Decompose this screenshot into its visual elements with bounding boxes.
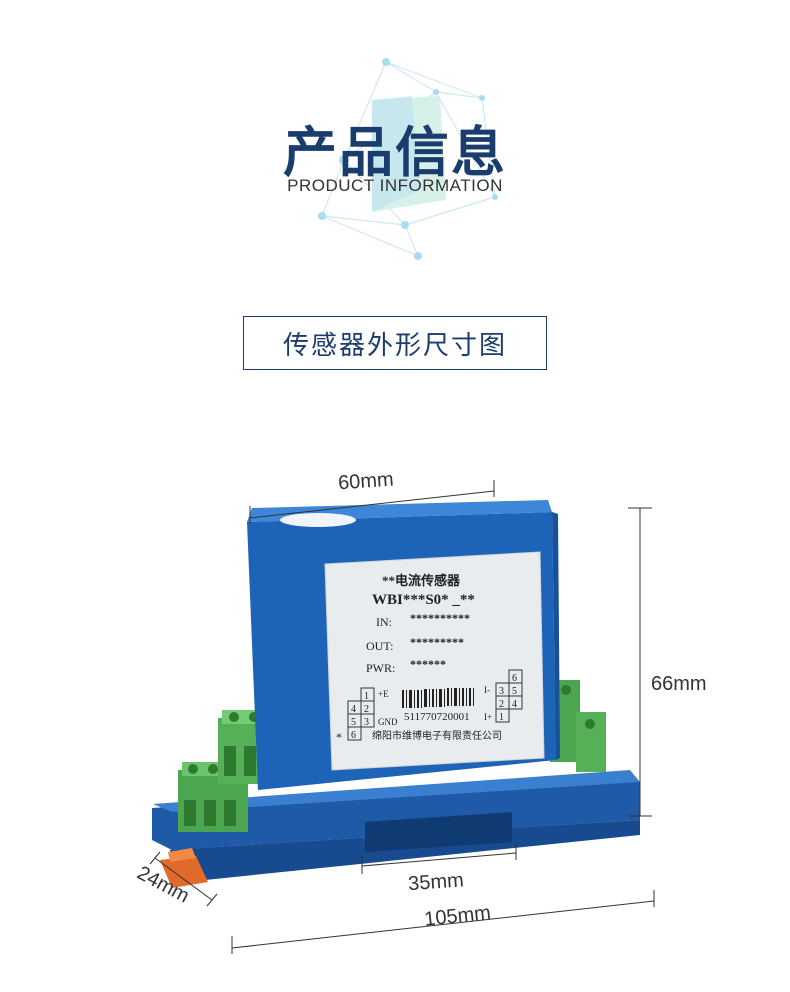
left-pin-grid: 1 2 3 4 5 6 +E GND * [336, 687, 398, 744]
manufacturer-name: 绵阳市维博电子有限责任公司 [372, 729, 502, 742]
page-title: 产品信息 [283, 121, 507, 184]
label-in: IN: [376, 615, 392, 629]
dimension-height-label: 66mm [651, 673, 707, 695]
left-pin-5: 5 [351, 717, 356, 728]
right-i-minus: I- [484, 685, 490, 695]
right-pin-2: 2 [499, 699, 504, 710]
right-i-plus: I+ [484, 712, 492, 722]
label-model: WBI***S0* _** [372, 592, 475, 608]
left-pin-2: 2 [364, 704, 369, 715]
dimension-lines [149, 480, 655, 954]
barcode [402, 688, 474, 708]
network-decoration-icon [318, 58, 498, 260]
dimension-slot-label: 35mm [407, 869, 464, 895]
left-pin-gnd: GND [378, 717, 398, 727]
label-out-value: ********* [410, 635, 464, 649]
left-pin-3: 3 [364, 717, 369, 728]
section-title: 传感器外形尺寸图 [282, 330, 507, 361]
label-out: OUT: [366, 639, 393, 653]
product-label: **电流传感器 WBI***S0* _** IN: ********** OUT… [324, 551, 545, 771]
barcode-number: 511770720001 [404, 711, 470, 723]
right-pin-5: 5 [512, 686, 517, 697]
right-pin-4: 4 [512, 699, 517, 710]
label-product-name: **电流传感器 [382, 573, 461, 588]
left-pin-plus-e: +E [378, 689, 389, 699]
label-star: * [336, 730, 342, 744]
left-pin-4: 4 [351, 704, 356, 715]
din-rail-base [152, 770, 640, 880]
left-pin-6: 6 [351, 730, 356, 741]
header-section [0, 0, 790, 290]
label-pwr-value: ****** [410, 657, 446, 671]
label-pwr: PWR: [366, 661, 395, 675]
page-subtitle: PRODUCT INFORMATION [287, 176, 503, 195]
right-pin-3: 3 [499, 686, 504, 697]
right-pin-grid: 6 5 4 3 2 1 I- I+ [484, 669, 523, 723]
right-pin-6: 6 [512, 673, 517, 684]
right-pin-1: 1 [499, 712, 504, 723]
label-in-value: ********** [410, 611, 470, 625]
din-clip [160, 848, 208, 888]
dimension-length-label: 105mm [423, 902, 492, 931]
left-pin-1: 1 [364, 691, 369, 702]
section-title-box: 传感器外形尺寸图 [243, 316, 547, 370]
dimension-width-label: 60mm [337, 469, 394, 495]
